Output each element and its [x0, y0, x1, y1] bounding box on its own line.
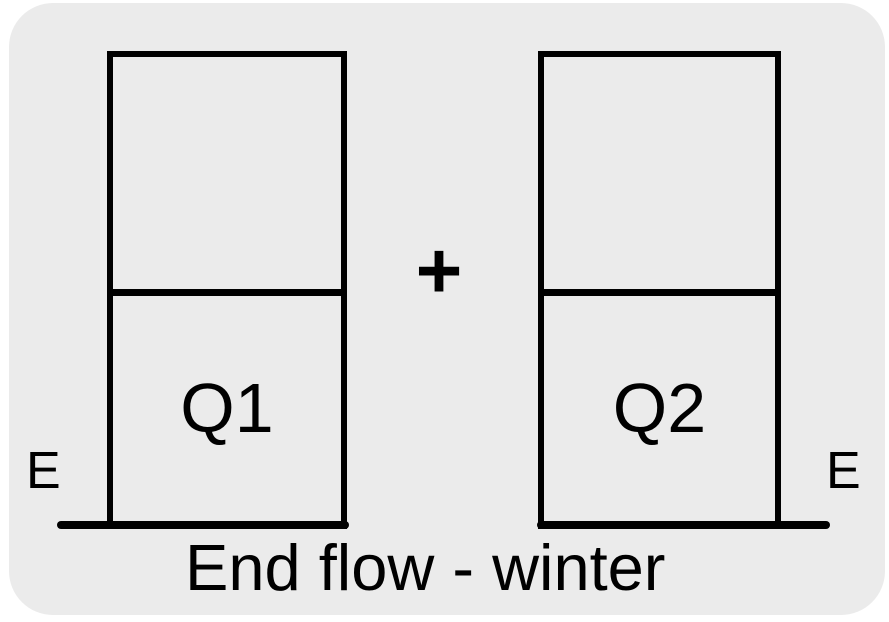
q1-label: Q1 — [180, 369, 274, 447]
background-panel — [9, 3, 885, 615]
end-label-right: E — [826, 442, 861, 500]
q2-divider-line — [538, 289, 781, 296]
end-label-left: E — [26, 442, 61, 500]
q2-label: Q2 — [612, 369, 707, 447]
plus-icon: + — [415, 226, 463, 315]
ground-line-right — [537, 521, 830, 529]
diagram-caption: End flow - winter — [185, 531, 666, 604]
ground-line-left — [57, 521, 349, 529]
q1-divider-line — [107, 289, 347, 296]
